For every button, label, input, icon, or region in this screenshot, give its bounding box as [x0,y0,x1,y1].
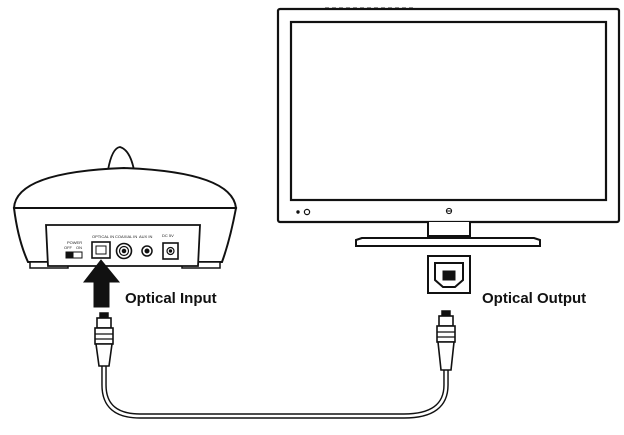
tv-stand-neck [427,222,471,237]
coaxial-in-port-label: COAXIAL IN [115,234,137,239]
base-antenna [106,146,136,171]
tv [276,7,621,247]
power-switch-off-label: OFF [64,245,73,250]
base-top-shell [12,166,238,209]
optical-in-port-label: OPTICAL IN [92,234,114,239]
tv-brand-logo-icon [445,207,453,215]
optical-input-label: Optical Input [125,290,217,307]
power-switch-on-label: ON [76,245,82,250]
insert-arrow-icon [82,259,121,308]
power-switch: POWER OFF ON [64,240,83,259]
power-switch-label: POWER [67,240,82,245]
optical-input-port: OPTICAL IN [91,234,114,259]
dc-power-port: DC 5V [162,233,179,260]
sound-base: POWER OFF ON OPTICAL IN COAXIAL IN AUX I… [12,146,238,269]
dc-port-label: DC 5V [162,233,174,238]
tv-screen [289,20,608,202]
optical-cable [101,362,449,419]
optical-plug-left [94,312,114,367]
optical-output-label: Optical Output [482,290,586,307]
tv-stand-base [355,237,541,247]
coaxial-input-port: COAXIAL IN [115,234,137,260]
optical-plug-right [436,310,456,371]
tv-power-led-icon [296,210,300,214]
optical-output-port [427,255,471,294]
tv-power-button-icon [303,208,311,216]
cable-line [101,362,449,419]
aux-input-port: AUX IN [139,234,153,257]
aux-in-port-label: AUX IN [139,234,152,239]
